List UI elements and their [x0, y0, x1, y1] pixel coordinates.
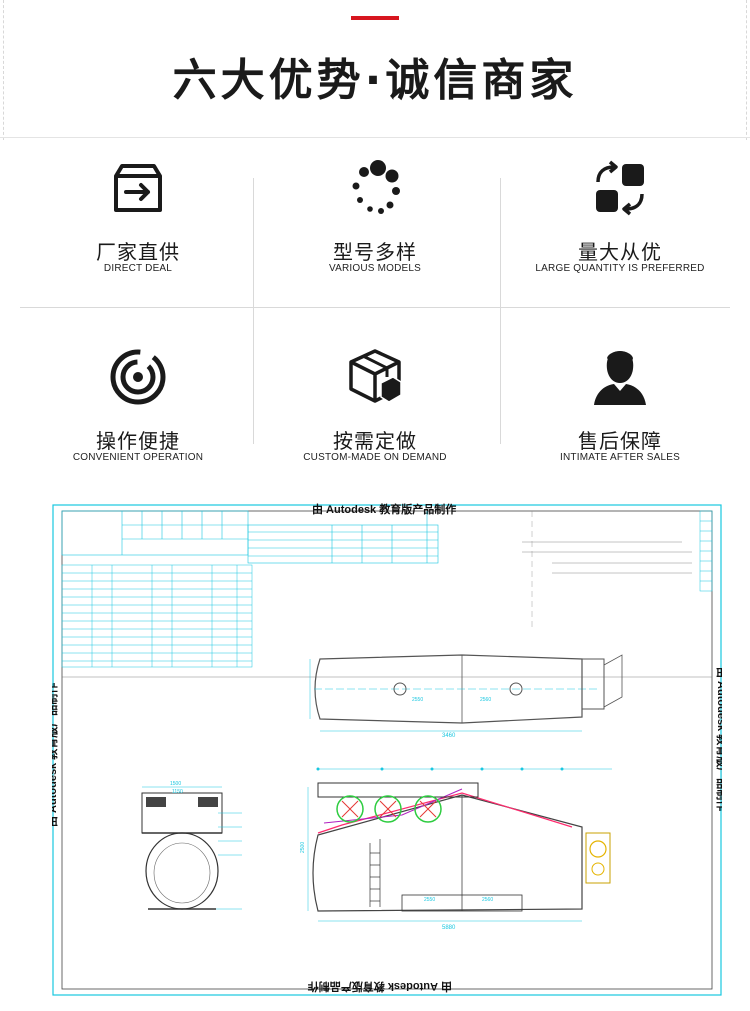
title-block-table	[61, 510, 439, 564]
feature-title: 型号多样	[333, 240, 417, 264]
dim-bottom-total: 5880	[442, 925, 456, 931]
dim-bottom-left: 2550	[424, 897, 435, 903]
box-arrow-icon	[108, 158, 168, 218]
feature-title: 操作便捷	[96, 429, 180, 453]
tanker-cad-drawing: 由 Autodesk 教育版产品制作 由 Autodesk 教育版产品制作 由 …	[52, 502, 722, 996]
feature-direct-deal: 厂家直供 DIRECT DEAL	[20, 158, 256, 288]
dim-top-length: 3460	[442, 733, 456, 739]
feature-subtitle: VARIOUS MODELS	[328, 263, 422, 274]
loading-dots-icon	[345, 158, 405, 218]
watermark-bottom: 由 Autodesk 教育版产品制作	[308, 980, 452, 994]
dim-top-left: 2550	[412, 697, 423, 703]
package-box-icon	[345, 347, 405, 407]
tank-side-elevation: 5880 2550 2560 2500	[300, 767, 612, 931]
grid-divider-vertical-2	[500, 178, 501, 444]
revision-table	[699, 510, 713, 592]
feature-convenient-operation: 操作便捷 CONVENIENT OPERATION	[20, 347, 256, 463]
grid-divider-vertical-1	[253, 178, 254, 444]
person-silhouette-icon	[590, 347, 650, 407]
dim-top-right: 2560	[480, 697, 491, 703]
feature-subtitle: LARGE QUANTITY IS PREFERRED	[535, 263, 705, 274]
tank-end-view: 1500 1150	[141, 781, 242, 910]
technical-drawing: 由 Autodesk 教育版产品制作 由 Autodesk 教育版产品制作 由 …	[52, 497, 722, 997]
parts-list-table	[61, 564, 253, 668]
feature-subtitle: DIRECT DEAL	[103, 263, 173, 274]
swap-blocks-icon	[590, 158, 650, 218]
notes-block	[522, 541, 692, 574]
page-title: 六大优势·诚信商家	[172, 55, 578, 106]
tank-plan-view: 3460 2550 2560	[309, 654, 623, 739]
dim-side-inner: 1150	[172, 789, 183, 795]
feature-various-models: 型号多样 VARIOUS MODELS	[257, 158, 493, 288]
feature-title: 量大从优	[578, 240, 662, 264]
feature-title: 售后保障	[578, 429, 662, 453]
feature-subtitle: CUSTOM-MADE ON DEMAND	[303, 452, 447, 463]
feature-subtitle: CONVENIENT OPERATION	[72, 452, 204, 463]
grid-divider-horizontal	[20, 307, 730, 308]
target-rings-icon	[108, 347, 168, 407]
watermark-top: 由 Autodesk 教育版产品制作	[312, 502, 456, 516]
feature-title: 厂家直供	[96, 240, 180, 264]
feature-subtitle: INTIMATE AFTER SALES	[560, 452, 680, 463]
dim-side-width: 1500	[170, 781, 181, 787]
watermark-left: 由 Autodesk 教育版产品制作	[52, 683, 59, 827]
title-divider	[0, 137, 750, 138]
feature-large-quantity: 量大从优 LARGE QUANTITY IS PREFERRED	[502, 158, 738, 288]
left-edge-guide	[3, 0, 4, 140]
dim-height: 2500	[300, 842, 306, 853]
feature-custom-made: 按需定做 CUSTOM-MADE ON DEMAND	[257, 347, 493, 463]
dim-bottom-right: 2560	[482, 897, 493, 903]
title-accent-bar	[351, 16, 399, 20]
features-grid: 厂家直供 DIRECT DEAL 型号多样 VARIOUS MODELS	[20, 150, 730, 463]
watermark-right: 由 Autodesk 教育版产品制作	[715, 667, 722, 811]
feature-after-sales: 售后保障 INTIMATE AFTER SALES	[502, 347, 738, 463]
feature-title: 按需定做	[333, 429, 417, 453]
right-edge-guide	[746, 0, 747, 140]
